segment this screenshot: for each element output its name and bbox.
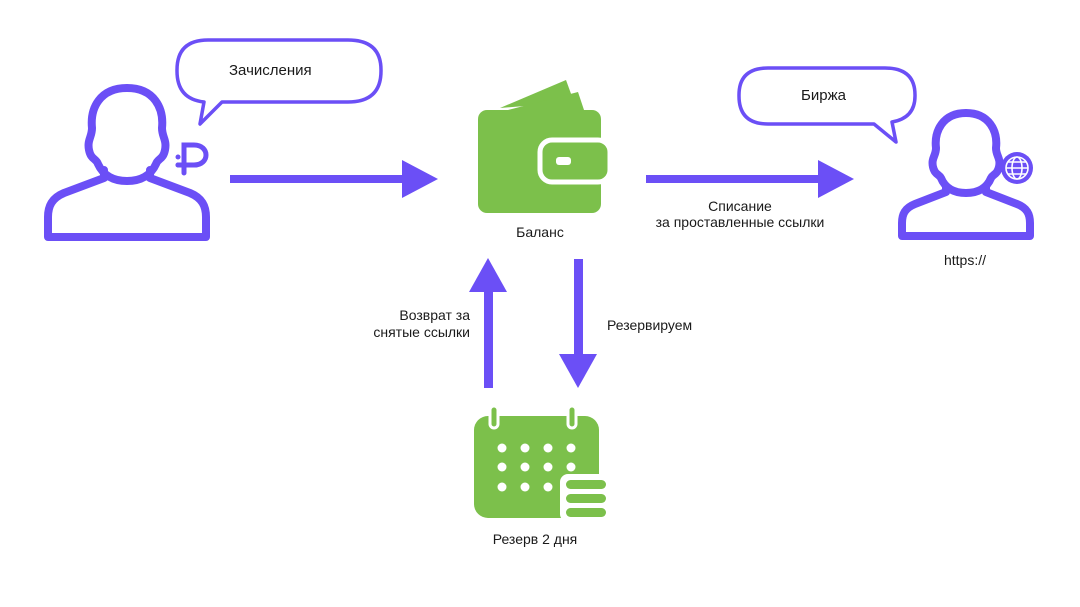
deposit-arrow: [230, 160, 438, 198]
exchange-person-icon: [898, 109, 1034, 240]
reserve-action-label: Резервируем: [607, 317, 693, 333]
ruble-icon: [175, 142, 209, 176]
reserve-arrow: [559, 259, 597, 388]
sender-bubble-text: Зачисления: [229, 62, 312, 79]
refund-label-line2: снятые ссылки: [373, 324, 470, 340]
wallet-icon: [478, 80, 613, 213]
refund-arrow: [469, 258, 507, 388]
globe-icon: [1001, 152, 1033, 184]
refund-label-line1: Возврат за: [399, 307, 470, 323]
debit-label-line2: за проставленные ссылки: [655, 214, 825, 230]
debit-arrow: [646, 160, 854, 198]
reserve-period-label: Резерв 2 дня: [492, 531, 578, 547]
debit-label-line1: Списание: [708, 198, 772, 214]
balance-label: Баланс: [516, 224, 564, 240]
sender-person-icon: [44, 84, 210, 241]
exchange-speech-bubble: [737, 66, 917, 144]
exchange-bubble-text: Биржа: [801, 87, 846, 104]
calendar-icon: [474, 404, 610, 522]
site-label: https://: [943, 252, 987, 268]
sender-speech-bubble: [175, 38, 383, 126]
